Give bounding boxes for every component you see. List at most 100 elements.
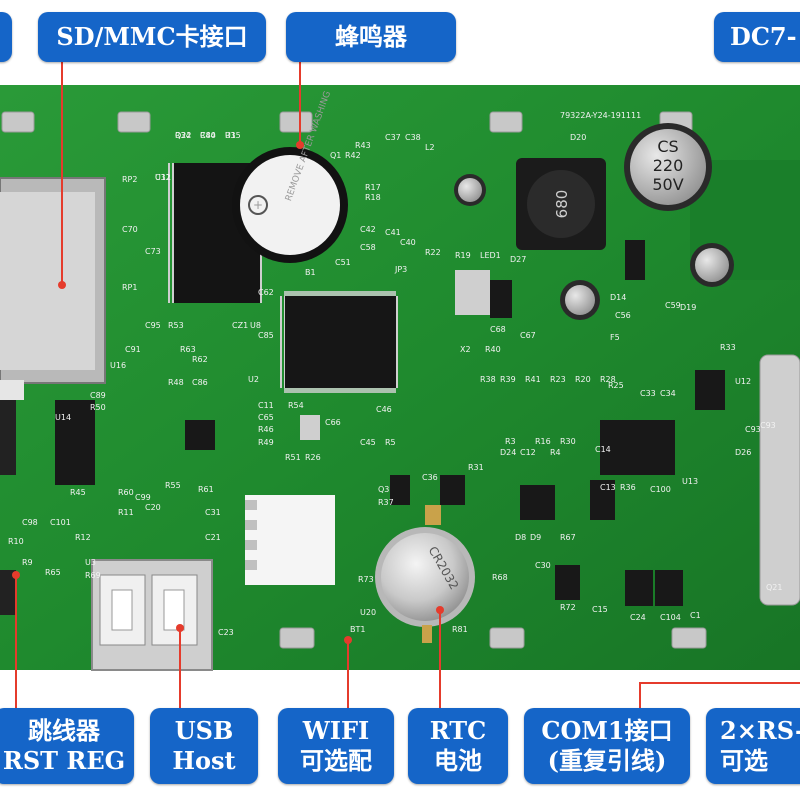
silkscreen-ref: C67: [520, 331, 536, 340]
rtc-coin-cell: CR2032: [375, 505, 475, 643]
silkscreen-ref: R41: [525, 375, 541, 384]
silkscreen-ref: C12: [520, 448, 536, 457]
silkscreen-ref: D27: [510, 255, 526, 264]
silkscreen-ref: C41: [385, 228, 401, 237]
silkscreen-ref: C23: [218, 628, 234, 637]
silkscreen-ref: JP3: [394, 265, 407, 274]
silkscreen-ref: C15: [592, 605, 608, 614]
silkscreen-ref: Q1: [330, 151, 341, 160]
silkscreen-ref: R51: [285, 453, 301, 462]
silkscreen-ref: R81: [452, 625, 468, 634]
silkscreen-ref: C37: [385, 133, 401, 142]
silkscreen-ref: U20: [360, 608, 376, 617]
silkscreen-ref: C65: [258, 413, 274, 422]
silkscreen-ref: U12: [735, 377, 751, 386]
silkscreen-ref: C62: [258, 288, 274, 297]
silkscreen-ref: C33: [640, 389, 656, 398]
silkscreen-ref: R37: [378, 498, 394, 507]
silkscreen-ref: R16: [535, 437, 551, 446]
silkscreen-ref: U2: [248, 375, 259, 384]
db9-connector: [759, 354, 800, 606]
silkscreen-ref: R28: [600, 375, 616, 384]
silkscreen-ref: R54: [288, 401, 304, 410]
silkscreen-ref: C21: [205, 533, 221, 542]
silkscreen-ref: C58: [360, 243, 376, 252]
silkscreen-ref: D8: [515, 533, 526, 542]
silkscreen-ref: C38: [405, 133, 421, 142]
silkscreen-ref: R3: [505, 437, 516, 446]
label-com1: COM1接口(重复引线): [524, 708, 690, 784]
silkscreen-ref: R62: [192, 355, 208, 364]
silkscreen-ref: C32: [155, 173, 171, 182]
silkscreen-ref: R42: [345, 151, 361, 160]
silkscreen-ref: C40: [400, 238, 416, 247]
silkscreen-ref: U14: [55, 413, 71, 422]
label-buzzer: 蜂鸣器: [286, 12, 456, 62]
silkscreen-ref: R43: [355, 141, 371, 150]
silkscreen-ref: C80: [200, 131, 216, 140]
silkscreen-ref: R18: [365, 193, 381, 202]
silkscreen-ref: C13: [600, 483, 616, 492]
silkscreen-ref: C1: [690, 611, 701, 620]
label-rs-partial: 2×RS-2可选: [706, 708, 800, 784]
silkscreen-ref: R61: [198, 485, 214, 494]
silkscreen-ref: R50: [90, 403, 106, 412]
silkscreen-ref: R63: [180, 345, 196, 354]
silkscreen-ref: C68: [490, 325, 506, 334]
leader-lines: [15, 62, 800, 708]
silkscreen-ref: C56: [615, 311, 631, 320]
label-dc-power: DC7-: [714, 12, 800, 62]
silkscreen-ref: C85: [258, 331, 274, 340]
svg-text:79322A-Y24-191111: 79322A-Y24-191111: [560, 111, 641, 120]
silkscreen-ref: R4: [550, 448, 561, 457]
silkscreen-ref: U1: [225, 131, 236, 140]
svg-text:50V: 50V: [652, 175, 683, 194]
silkscreen-ref: D19: [680, 303, 696, 312]
label-partial-left: [0, 12, 12, 62]
silkscreen-ref: R65: [45, 568, 61, 577]
silkscreen-ref: U3: [85, 558, 96, 567]
silkscreen-ref: C86: [192, 378, 208, 387]
svg-text:CS: CS: [657, 137, 678, 156]
silkscreen-ref: R39: [500, 375, 516, 384]
silkscreen-ref: D26: [735, 448, 751, 457]
silkscreen-ref: R31: [468, 463, 484, 472]
silkscreen-ref: R36: [620, 483, 636, 492]
sd-card-slot: [0, 177, 106, 400]
silkscreen-ref: C34: [660, 389, 676, 398]
silkscreen-ref: C11: [258, 401, 274, 410]
silkscreen-ref: R53: [168, 321, 184, 330]
silkscreen-ref: X2: [460, 345, 471, 354]
power-inductor: 680: [516, 158, 606, 250]
misc-ics: [55, 240, 725, 606]
silkscreen-ref: Q22: [175, 131, 191, 140]
silkscreen-ref: R73: [358, 575, 374, 584]
silkscreen-ref: C89: [90, 391, 106, 400]
silkscreen-ref: R40: [485, 345, 501, 354]
silkscreen-ref: R23: [550, 375, 566, 384]
wifi-footprint: [245, 495, 335, 585]
silkscreen-ref: D20: [570, 133, 586, 142]
silkscreen-ref: RP2: [122, 175, 137, 184]
silkscreen-ref: C30: [535, 561, 551, 570]
usb-connector: [91, 559, 213, 671]
silkscreen-ref: Q3: [378, 485, 389, 494]
silkscreen-ref: R38: [480, 375, 496, 384]
jumper-headers: [0, 400, 16, 615]
silkscreen-ref: U16: [110, 361, 126, 370]
silkscreen-ref: R45: [70, 488, 86, 497]
silkscreen-ref: C93: [760, 421, 776, 430]
silkscreen-ref: C70: [122, 225, 138, 234]
silkscreen-ref: R5: [385, 438, 396, 447]
silkscreen-ref: C98: [22, 518, 38, 527]
silkscreen-ref: R49: [258, 438, 274, 447]
silkscreen-ref: C95: [145, 321, 161, 330]
silkscreen-ref: C100: [650, 485, 671, 494]
silkscreen-ref: R68: [492, 573, 508, 582]
electrolytic-cap-220: CS 220 50V: [624, 123, 712, 211]
silkscreen-ref: D14: [610, 293, 626, 302]
